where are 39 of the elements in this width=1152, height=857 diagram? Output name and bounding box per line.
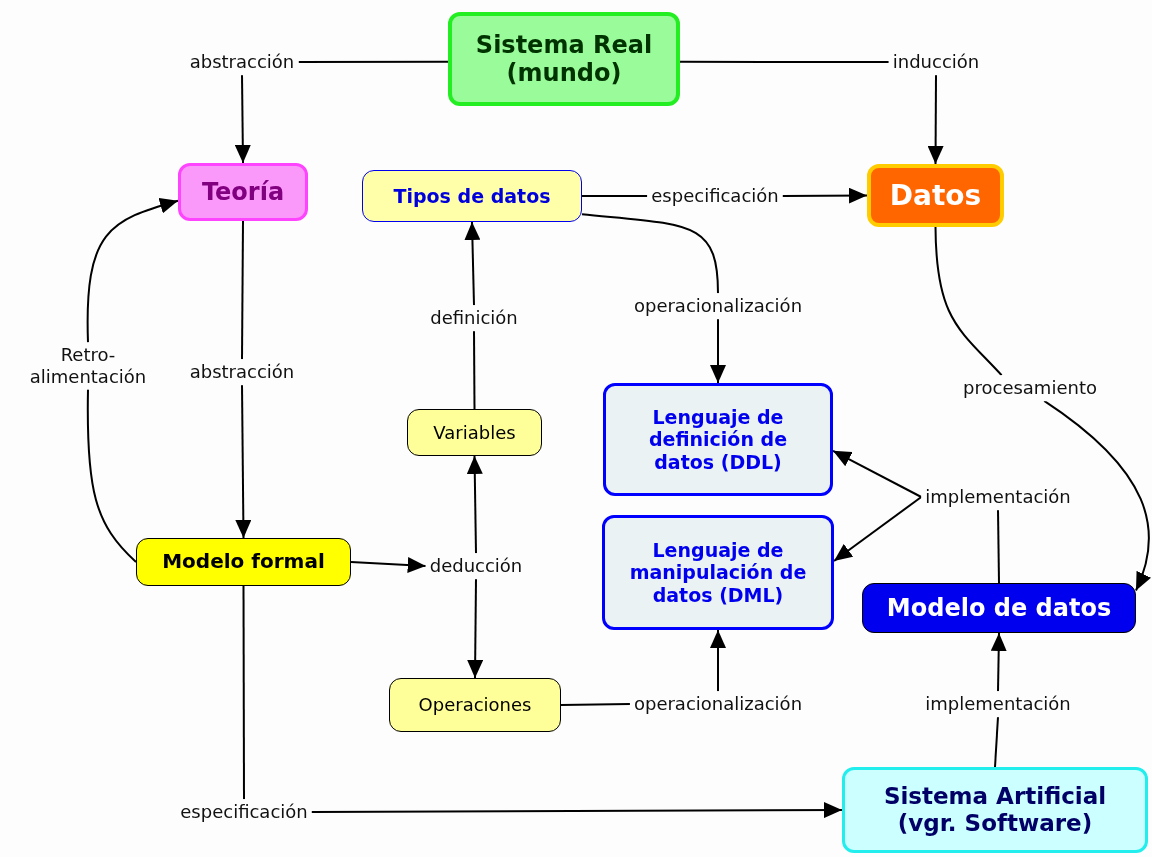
arrow xyxy=(350,557,427,574)
arrow xyxy=(310,802,843,819)
connector-line xyxy=(242,585,245,801)
concept-box: Lenguaje de manipulación de datos (DML) xyxy=(602,515,834,630)
connector-line xyxy=(934,226,1003,377)
connector-line xyxy=(473,329,476,410)
arrow xyxy=(710,629,726,693)
concept-box: Variables xyxy=(407,409,542,456)
concept-box: Modelo de datos xyxy=(862,583,1136,633)
concept-box: Sistema Artificial (vgr. Software) xyxy=(842,767,1148,853)
concept-box: Teoría xyxy=(178,163,308,221)
connector-line xyxy=(581,195,649,197)
arrow xyxy=(235,383,252,539)
arrow xyxy=(464,221,481,307)
concept-box: Operaciones xyxy=(389,678,561,732)
arrow xyxy=(86,198,179,344)
arrow xyxy=(234,73,251,164)
connector-line xyxy=(997,508,1000,584)
connector-line xyxy=(297,60,449,63)
concept-box: Lenguaje de definición de datos (DDL) xyxy=(603,383,833,496)
connector-line xyxy=(560,703,631,706)
arrow xyxy=(710,317,726,384)
arrow xyxy=(466,455,483,555)
connector-line xyxy=(581,213,719,295)
arrow xyxy=(832,449,923,498)
concept-box: Tipos de datos xyxy=(362,170,582,222)
arrow xyxy=(1043,399,1151,592)
arrow xyxy=(927,73,944,165)
concept-box: Sistema Real (mundo) xyxy=(448,12,680,106)
arrow xyxy=(467,577,484,679)
arrow xyxy=(833,496,923,562)
concept-box: Modelo formal xyxy=(136,538,351,586)
connector-line xyxy=(679,60,890,63)
connector-line xyxy=(994,715,999,768)
arrow xyxy=(990,632,1007,693)
connector-line xyxy=(86,388,137,563)
arrow xyxy=(781,187,868,204)
connector-line xyxy=(241,220,244,361)
concept-box: Datos xyxy=(867,164,1004,227)
